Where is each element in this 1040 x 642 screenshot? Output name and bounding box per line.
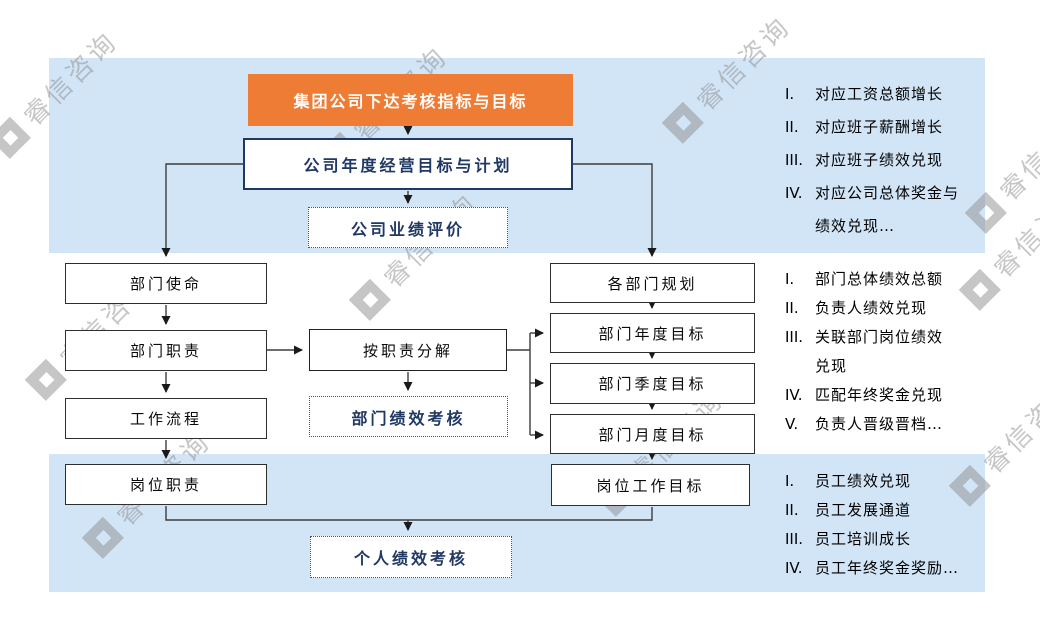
brand-diamond-icon	[661, 101, 704, 144]
list-item-text: 对应班子薪酬增长	[815, 118, 944, 136]
box-dept-monthly-target: 部门月度目标	[550, 414, 755, 454]
box-personal-eval: 个人绩效考核	[310, 536, 512, 578]
list-item-number: III.	[785, 530, 804, 548]
list-item-text: 员工年终奖金奖励…	[815, 559, 960, 577]
box-group-targets: 集团公司下达考核指标与目标	[248, 74, 573, 126]
list-item-number: II.	[785, 118, 799, 136]
watermark: 睿信咨询	[956, 174, 1040, 313]
box-company-eval: 公司业绩评价	[308, 207, 508, 248]
box-company-plan: 公司年度经营目标与计划	[243, 138, 573, 190]
box-decompose-by-duty: 按职责分解	[309, 329, 507, 371]
list-item-number: II.	[785, 501, 799, 519]
list-item-text: 部门总体绩效总额	[815, 270, 944, 288]
list-item-text: 对应工资总额增长	[815, 85, 944, 103]
list-item-text: 对应班子绩效兑现	[815, 151, 944, 169]
list-company-outcomes: I. 对应工资总额增长 II. 对应班子薪酬增长 III. 对应班子绩效兑现 I…	[785, 78, 965, 243]
list-item: III. 关联部门岗位绩效兑现	[785, 323, 949, 381]
list-item-number: IV.	[785, 184, 803, 202]
box-post-duty: 岗位职责	[65, 464, 267, 505]
watermark: 睿信咨询	[0, 22, 125, 161]
box-dept-plan: 各部门规划	[550, 263, 755, 303]
brand-diamond-icon	[964, 191, 1007, 234]
box-dept-duty: 部门职责	[65, 330, 267, 371]
list-item-number: I.	[785, 472, 795, 490]
list-item: IV. 对应公司总体奖金与绩效兑现…	[785, 177, 965, 243]
list-item: III. 对应班子绩效兑现	[785, 144, 965, 177]
box-dept-annual-target: 部门年度目标	[550, 313, 755, 353]
list-item-number: III.	[785, 151, 804, 169]
brand-diamond-icon	[958, 268, 1001, 311]
list-item-number: II.	[785, 299, 799, 317]
watermark: 睿信咨询	[962, 97, 1040, 236]
list-item-text: 员工培训成长	[815, 530, 912, 548]
list-item-number: IV.	[785, 559, 803, 577]
box-work-process: 工作流程	[65, 398, 267, 439]
box-dept-quarter-target: 部门季度目标	[550, 363, 755, 404]
brand-diamond-icon	[348, 278, 391, 321]
list-item-number: I.	[785, 85, 795, 103]
box-post-work-target: 岗位工作目标	[551, 464, 750, 506]
list-item: II. 员工发展通道	[785, 496, 985, 525]
list-item: I. 员工绩效兑现	[785, 467, 985, 496]
list-item-text: 对应公司总体奖金与绩效兑现…	[815, 184, 960, 235]
box-dept-eval: 部门绩效考核	[309, 396, 508, 437]
box-dept-mission: 部门使命	[65, 263, 267, 304]
watermark-text: 睿信咨询	[994, 101, 1040, 208]
brand-diamond-icon	[81, 516, 124, 559]
list-item: I. 部门总体绩效总额	[785, 265, 949, 294]
watermark: 睿信咨询	[659, 7, 798, 146]
list-item-number: IV.	[785, 386, 803, 404]
list-employee-outcomes: I. 员工绩效兑现 II. 员工发展通道 III. 员工培训成长 IV. 员工年…	[785, 467, 985, 583]
list-item-text: 员工绩效兑现	[815, 472, 912, 490]
watermark: 睿信咨询	[346, 184, 485, 323]
watermark: 睿信咨询	[22, 264, 161, 403]
list-item: IV. 员工年终奖金奖励…	[785, 554, 985, 583]
list-item: I. 对应工资总额增长	[785, 78, 965, 111]
list-item-text: 匹配年终奖金兑现	[815, 386, 944, 404]
list-item-text: 员工发展通道	[815, 501, 912, 519]
watermark: 睿信咨询	[79, 422, 218, 561]
brand-diamond-icon	[948, 464, 991, 507]
list-item-number: V.	[785, 415, 799, 433]
list-dept-outcomes: I. 部门总体绩效总额 II. 负责人绩效兑现 III. 关联部门岗位绩效兑现 …	[785, 265, 949, 439]
list-item-number: III.	[785, 328, 804, 346]
watermark-text: 睿信咨询	[978, 374, 1040, 481]
list-item: II. 负责人绩效兑现	[785, 294, 949, 323]
list-item: IV. 匹配年终奖金兑现	[785, 381, 949, 410]
list-item-number: I.	[785, 270, 795, 288]
list-item-text: 关联部门岗位绩效兑现	[815, 328, 944, 375]
watermark: 睿信咨询	[946, 370, 1040, 509]
brand-diamond-icon	[0, 116, 31, 159]
list-item: III. 员工培训成长	[785, 525, 985, 554]
list-item: V. 负责人晋级晋档…	[785, 410, 949, 439]
list-item: II. 对应班子薪酬增长	[785, 111, 965, 144]
list-item-text: 负责人晋级晋档…	[815, 415, 944, 433]
list-item-text: 负责人绩效兑现	[815, 299, 928, 317]
brand-diamond-icon	[24, 358, 67, 401]
